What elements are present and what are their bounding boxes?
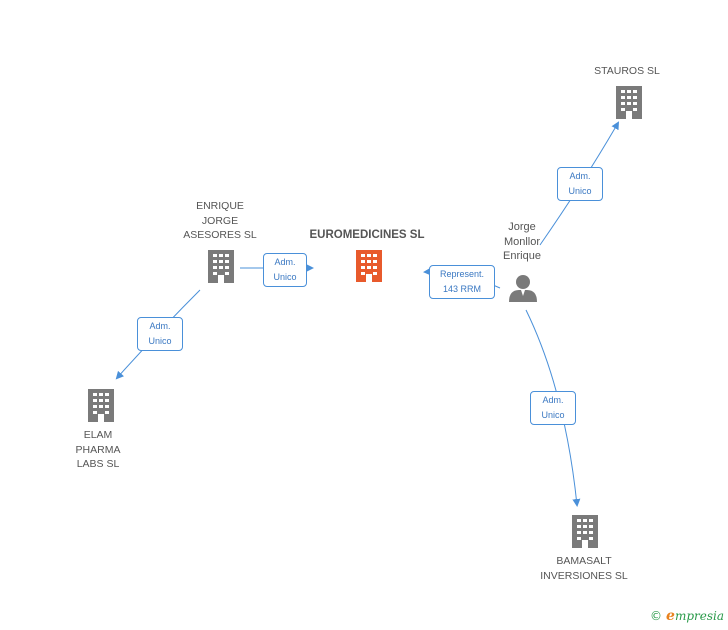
edge-label-enrique-to-elam: Adm. Unico [137,317,183,351]
node-label-euromedicines[interactable]: EUROMEDICINES SL [309,229,425,241]
node-label-enrique-jorge[interactable]: ENRIQUE JORGE ASESORES SL [183,200,257,241]
building-icon-bamasalt[interactable] [572,515,598,548]
brand-initial: e [666,608,675,624]
building-icon-euromedicines[interactable] [356,250,382,282]
brand-name: mpresia [674,609,724,623]
node-label-elam[interactable]: ELAM PHARMA LABS SL [75,429,121,470]
building-icon-enrique-jorge[interactable] [208,250,234,283]
edge-label-jorge-to-euromedicines: Represent. 143 RRM [429,265,495,299]
edge-label-jorge-to-bamasalt: Adm. Unico [530,391,576,425]
edge-label-jorge-to-stauros: Adm. Unico [557,167,603,201]
node-label-bamasalt[interactable]: BAMASALT INVERSIONES SL [540,555,628,582]
node-label-jorge-monllor[interactable]: Jorge Monllor Enrique [503,221,541,262]
empresia-watermark: ©empresia [650,608,724,624]
person-icon-jorge-monllor[interactable] [509,275,537,302]
copyright-symbol: © [650,609,663,623]
node-label-stauros[interactable]: STAUROS SL [594,65,660,77]
building-icon-elam[interactable] [88,389,114,422]
edge-label-enrique-to-euromedicines: Adm. Unico [263,253,307,287]
building-icon-stauros[interactable] [616,86,642,119]
